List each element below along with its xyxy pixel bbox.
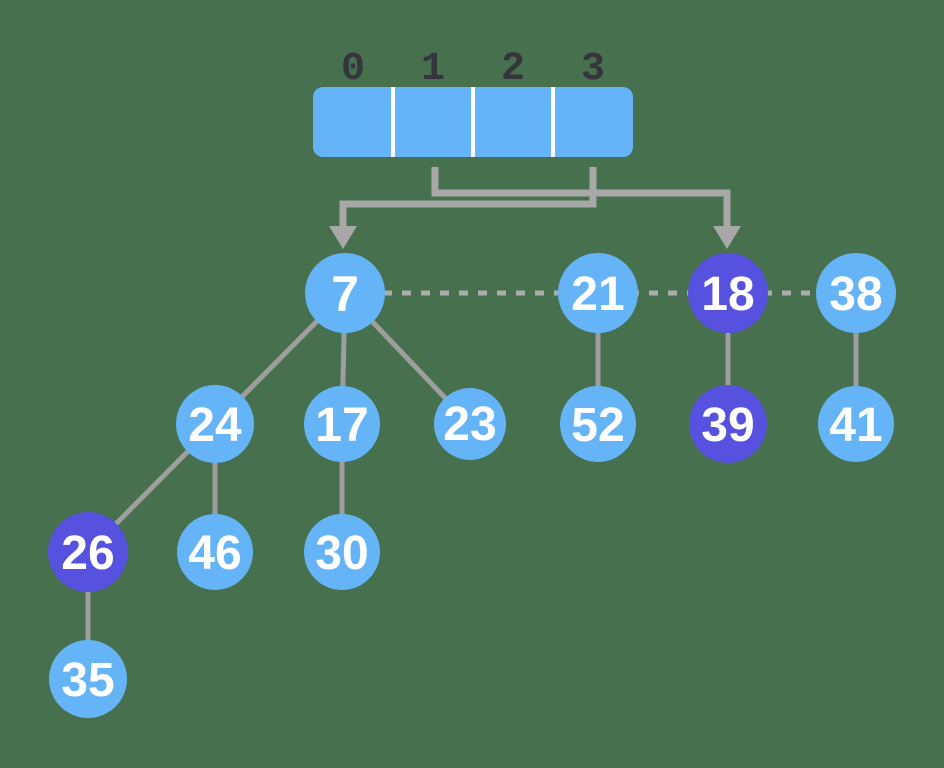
tree-node-24: 24 — [176, 385, 254, 463]
node-label: 23 — [443, 398, 496, 451]
tree-node-21: 21 — [558, 253, 638, 333]
node-circle — [176, 385, 254, 463]
node-circle — [560, 386, 636, 462]
node-circle — [688, 253, 768, 333]
node-label: 41 — [829, 399, 882, 452]
array-index-label: 3 — [581, 47, 605, 92]
node-label: 30 — [315, 527, 368, 580]
tree-node-46: 46 — [177, 514, 253, 590]
pointer-line-cell3-to-7 — [339, 167, 597, 229]
node-label: 7 — [331, 266, 359, 322]
node-label: 38 — [829, 268, 882, 321]
node-circle — [304, 386, 380, 462]
node-label: 18 — [701, 268, 754, 321]
node-circle — [689, 385, 767, 463]
tree-node-18: 18 — [688, 253, 768, 333]
tree-node-17: 17 — [304, 386, 380, 462]
node-label: 24 — [188, 399, 242, 452]
node-circle — [304, 514, 380, 590]
node-circle — [177, 514, 253, 590]
node-circle — [48, 512, 128, 592]
node-label: 26 — [61, 527, 114, 580]
node-label: 35 — [61, 654, 114, 707]
array-pointers — [329, 167, 741, 249]
pointer-line-cell1-to-18 — [431, 167, 731, 229]
arrowhead-icon — [713, 226, 741, 249]
node-label: 52 — [571, 399, 624, 452]
tree-node-38: 38 — [816, 253, 896, 333]
arrowhead-icon — [329, 226, 357, 249]
node-label: 17 — [315, 399, 368, 452]
tree-node-39: 39 — [689, 385, 767, 463]
node-circle — [49, 640, 127, 718]
node-circle — [816, 253, 896, 333]
node-label: 39 — [701, 399, 754, 452]
array-index-label: 0 — [341, 47, 365, 92]
node-circle — [434, 388, 506, 460]
array-index-label: 2 — [501, 47, 525, 92]
node-circle — [558, 253, 638, 333]
node-label: 46 — [188, 527, 241, 580]
tree-nodes: 7 21 18 38 24 17 23 52 — [48, 253, 896, 718]
tree-node-41: 41 — [818, 386, 894, 462]
tree-node-52: 52 — [560, 386, 636, 462]
bucket-array: 0 1 2 3 — [313, 47, 633, 157]
array-index-label: 1 — [421, 47, 445, 92]
tree-node-35: 35 — [49, 640, 127, 718]
tree-node-7: 7 — [305, 253, 385, 333]
tree-node-30: 30 — [304, 514, 380, 590]
tree-node-26: 26 — [48, 512, 128, 592]
node-circle — [818, 386, 894, 462]
node-circle — [305, 253, 385, 333]
node-label: 21 — [571, 268, 624, 321]
tree-node-23: 23 — [434, 388, 506, 460]
